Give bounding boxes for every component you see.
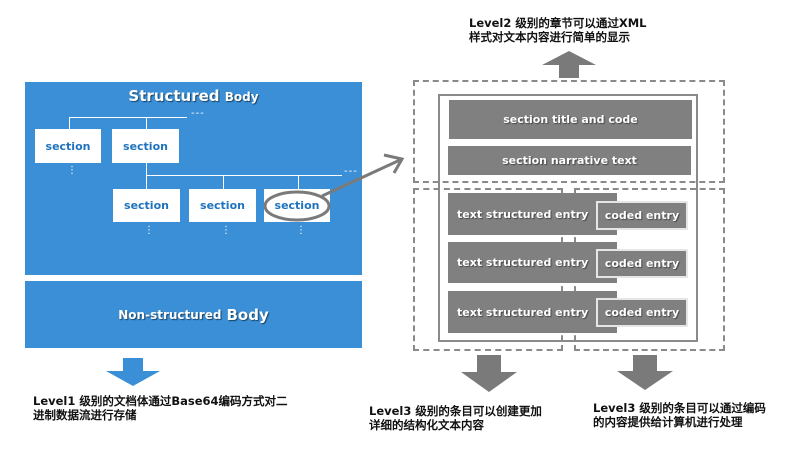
down-arrow-icon xyxy=(461,355,517,392)
up-arrow-icon xyxy=(542,51,596,78)
title-suffix: Body xyxy=(224,90,259,104)
level3-text-note-line1: Level3 级别的条目可以创建更加 xyxy=(369,404,542,418)
title-suffix: Body xyxy=(226,305,269,324)
text-structured-entry: text structured entry xyxy=(448,291,617,333)
level2-note: Level2 级别的章节可以通过XML 样式对文本内容进行简单的显示 xyxy=(469,16,729,44)
section-box: section xyxy=(113,189,180,222)
level3-coded-note-line2: 的内容提供给计算机进行处理 xyxy=(593,415,743,429)
level1-note-line1: Level1 级别的文档体通过Base64编码方式对二 xyxy=(33,394,288,408)
section-narrative-box: section narrative text xyxy=(448,146,691,175)
section-box: section xyxy=(112,129,179,163)
title-main: Structured xyxy=(128,87,220,105)
level2-region xyxy=(413,80,725,183)
structured-body-title: Structured Body xyxy=(25,87,362,105)
tree-ellipsis: --- xyxy=(344,166,358,177)
tree-line xyxy=(298,175,299,189)
connector-line xyxy=(321,158,401,198)
level2-note-line2: 样式对文本内容进行简单的显示 xyxy=(469,30,630,44)
tree-line xyxy=(146,175,342,176)
highlight-ellipse xyxy=(263,190,331,222)
title-main: Non-structured xyxy=(118,307,222,322)
level3-coded-note: Level3 级别的条目可以通过编码 的内容提供给计算机进行处理 xyxy=(593,401,793,429)
down-arrow-icon xyxy=(106,358,160,386)
coded-entry: coded entry xyxy=(596,298,688,327)
arrowhead-icon xyxy=(383,153,405,174)
level1-note-line2: 进制数据流进行存储 xyxy=(33,408,137,422)
level3-coded-note-line1: Level3 级别的条目可以通过编码 xyxy=(593,401,766,415)
level3-text-note-line2: 详细的结构化文本内容 xyxy=(369,418,484,432)
level2-note-line1: Level2 级别的章节可以通过XML xyxy=(469,16,647,30)
structured-body-panel xyxy=(25,82,362,275)
tree-line xyxy=(146,163,147,189)
text-structured-entry: text structured entry xyxy=(448,242,617,283)
tree-ellipsis: --- xyxy=(191,108,205,119)
section-box: section xyxy=(35,129,101,163)
tree-line xyxy=(69,117,70,129)
section-title-box: section title and code xyxy=(449,100,692,139)
level1-note: Level1 级别的文档体通过Base64编码方式对二 进制数据流进行存储 xyxy=(33,394,353,422)
text-structured-entry: text structured entry xyxy=(448,193,617,235)
tree-line xyxy=(69,117,187,118)
tree-line xyxy=(223,175,224,189)
coded-entry: coded entry xyxy=(596,201,688,230)
down-arrow-icon xyxy=(617,355,673,390)
non-structured-body-panel: Non-structured Body xyxy=(25,281,362,348)
coded-entry: coded entry xyxy=(596,249,688,278)
level3-text-note: Level3 级别的条目可以创建更加 详细的结构化文本内容 xyxy=(369,404,589,432)
tree-line xyxy=(146,117,147,129)
section-box: section xyxy=(189,189,256,222)
section-outline xyxy=(438,94,698,342)
